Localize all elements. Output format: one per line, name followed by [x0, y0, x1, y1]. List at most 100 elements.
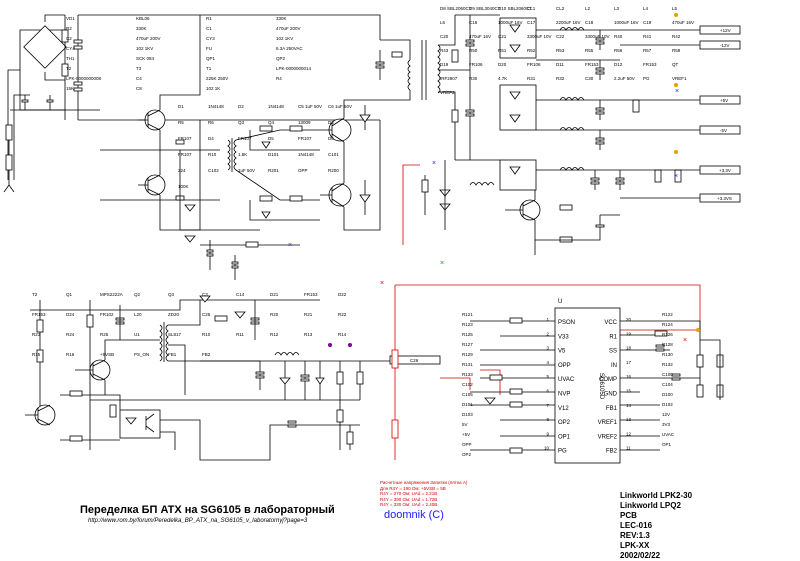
- component-label: +5VSB: [100, 352, 114, 357]
- component-label: FB2: [202, 352, 211, 357]
- notes-line: Для R4Y = 190 Ом: +5VSB = 5B: [380, 485, 446, 491]
- component-label: TH1: [66, 56, 75, 61]
- marker-x-red: ×: [683, 337, 687, 344]
- ic-pin-name: UVAC: [558, 377, 575, 383]
- component-label: FR107: [298, 136, 312, 141]
- component-label: C17: [527, 20, 536, 25]
- component-label: R126: [662, 332, 673, 337]
- component-label: 1N4148: [268, 104, 284, 109]
- component-label: R128: [662, 342, 673, 347]
- ic-pin-number: 4: [546, 360, 549, 365]
- component-label: C104: [662, 382, 673, 387]
- marker-x-blue: ×: [674, 173, 678, 180]
- component-label: R200: [328, 168, 339, 173]
- marker-x-blue: ×: [675, 88, 679, 95]
- component-label: L2: [585, 6, 591, 11]
- component-label: 225K 250V: [206, 76, 228, 81]
- ic-pin-name: COMP: [599, 377, 617, 383]
- component-label: 470uF 200V: [136, 36, 161, 41]
- ic-pin-number: 1: [546, 317, 549, 322]
- component-label: C100: [662, 372, 673, 377]
- component-label: Q4: [268, 120, 275, 125]
- ic-pin-number: 18: [626, 346, 632, 351]
- component-label: L20: [134, 312, 142, 317]
- ic-pin-name: V5: [558, 349, 566, 355]
- component-label: R14: [338, 332, 347, 337]
- notes-heading: Расчетные напряжения Запитки (пятна А): [380, 480, 468, 485]
- component-label: CY3: [206, 36, 215, 41]
- component-label: CL2: [556, 6, 565, 11]
- component-label: R55: [585, 48, 594, 53]
- component-label: R5: [178, 120, 184, 125]
- component-label: R32: [556, 76, 565, 81]
- component-label: 15K: [66, 86, 74, 91]
- component-label: C8: [136, 86, 142, 91]
- component-label: Q2: [134, 292, 141, 297]
- component-label: D10 SBL2060CT: [498, 6, 532, 11]
- component-label: FR106: [527, 62, 541, 67]
- ic-pin-name: V12: [558, 406, 569, 412]
- component-label: 1.5K: [238, 152, 247, 157]
- component-label: C30: [585, 76, 594, 81]
- component-label: R16: [66, 352, 75, 357]
- component-label: R13: [304, 332, 313, 337]
- component-label: D100: [662, 392, 673, 397]
- marker-x-green: ×: [440, 260, 444, 267]
- main-transformer: [375, 14, 500, 161]
- component-label: R43: [440, 48, 449, 53]
- component-label: R4: [276, 76, 282, 81]
- component-label: D21: [270, 292, 279, 297]
- component-label: +5V: [462, 432, 470, 437]
- component-label: R10: [208, 152, 217, 157]
- output-label: +12V: [720, 28, 731, 33]
- component-label: D103: [462, 412, 473, 417]
- standby-supply: C26: [25, 295, 441, 461]
- component-label: 1N4148: [208, 104, 224, 109]
- component-label: D20: [498, 62, 507, 67]
- ic-pin-name: SS: [609, 349, 617, 355]
- component-label: R127: [462, 342, 473, 347]
- output-connectors: +12V -12V +5V -5V +3.3V +3.3VS: [699, 25, 741, 203]
- component-label: 1000uF 16V: [614, 20, 639, 25]
- component-label: C102: [462, 382, 473, 387]
- component-label: 3300uF 10V: [527, 34, 552, 39]
- component-label: R1: [206, 16, 212, 21]
- component-label: 102 1K: [206, 86, 220, 91]
- component-label: VREF2: [440, 90, 455, 95]
- ic-pin-number: 10: [544, 446, 550, 451]
- component-label: L6: [440, 20, 446, 25]
- component-label: R10: [202, 332, 211, 337]
- marker-x-blue: ×: [288, 242, 292, 249]
- component-label: C22: [556, 34, 565, 39]
- component-label: LPK-0000000014: [276, 66, 312, 71]
- component-label: R2: [66, 26, 72, 31]
- source-url: http://www.rom.by/forum/Peredelka_BP_ATX…: [88, 518, 308, 524]
- component-label: 470uF 16V: [469, 34, 491, 39]
- component-label: C2: [66, 36, 72, 41]
- component-label: 470uF 200V: [276, 26, 301, 31]
- component-label: 1N4148: [298, 152, 314, 157]
- output-label: +5V: [720, 98, 728, 103]
- component-label: R23: [32, 332, 41, 337]
- component-label: C18: [585, 20, 594, 25]
- component-label: KBL06: [136, 16, 150, 21]
- output-pin-12v: [699, 25, 741, 35]
- ic-pin-number: 15: [626, 389, 632, 394]
- marker-x-blue: ×: [432, 160, 436, 167]
- component-label: D3: [328, 120, 334, 125]
- component-label: R52: [527, 48, 536, 53]
- ic-pin-number: 19: [626, 331, 632, 336]
- component-label: FR153: [304, 292, 318, 297]
- component-label: U1: [134, 332, 140, 337]
- component-label: R30: [469, 76, 478, 81]
- component-label: IRF2907: [440, 76, 458, 81]
- resistor-modified: [391, 349, 399, 369]
- component-label: C14: [236, 292, 245, 297]
- component-label: T3: [136, 66, 142, 71]
- component-label: 6.3A 250VAC: [276, 46, 303, 51]
- ic-pin-number: 16: [626, 374, 632, 379]
- component-label: C101: [328, 152, 339, 157]
- component-label: 2.2uF 50V: [614, 76, 635, 81]
- component-label: D12: [614, 62, 623, 67]
